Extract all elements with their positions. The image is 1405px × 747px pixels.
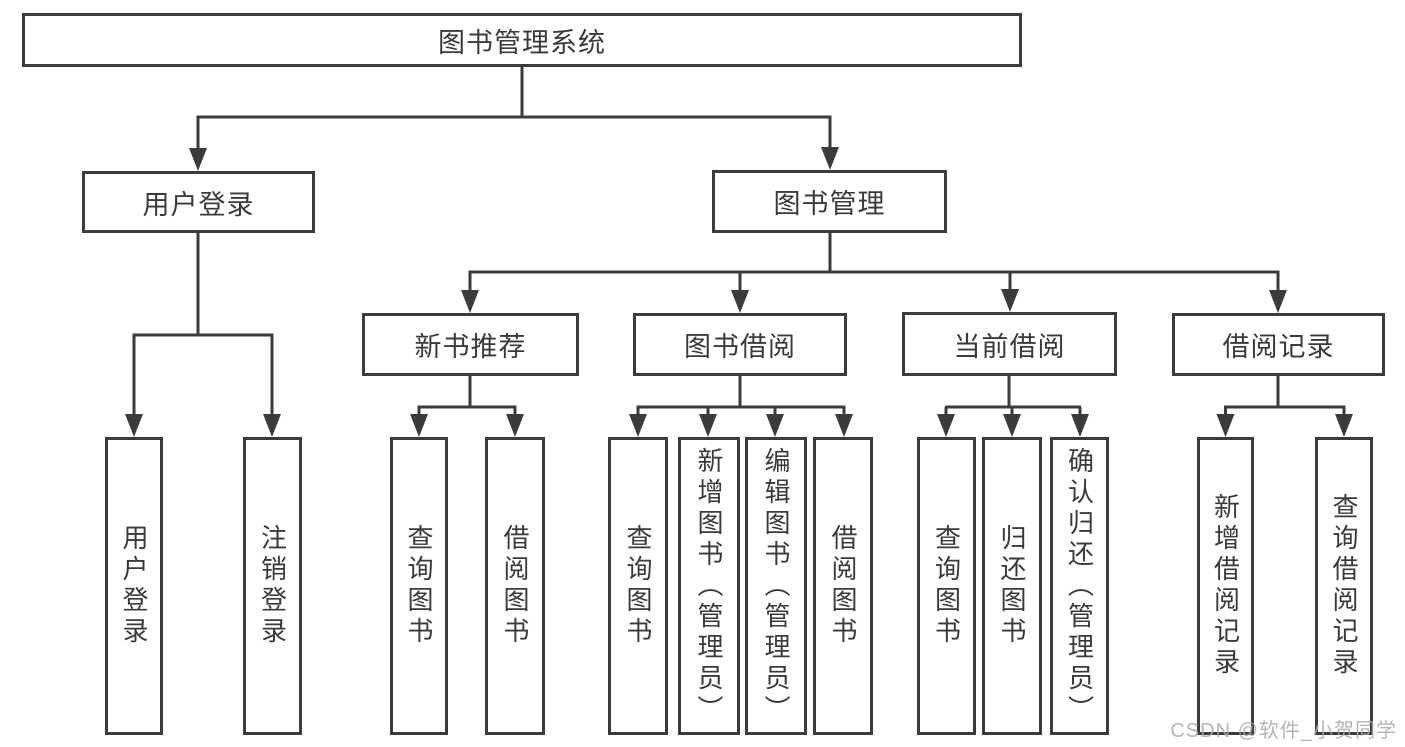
- node-book-borrowing-label: 图书借阅: [684, 332, 796, 362]
- node-library-system-label: 图书管理系统: [438, 27, 606, 58]
- node-new-book-recommend-label: 新书推荐: [414, 332, 527, 362]
- node-query-books-current-label: 查询图书: [931, 524, 962, 648]
- node-borrow-books-label: 借阅图书: [828, 524, 858, 648]
- node-login-action-label: 用户登录: [119, 524, 149, 648]
- node-add-books-admin-label: 新增图书（管理员）: [694, 446, 724, 726]
- node-new-book-recommend: 新书推荐: [362, 313, 579, 376]
- node-user-login-label: 用户登录: [142, 189, 255, 220]
- node-current-borrowing: 当前借阅: [902, 312, 1117, 376]
- node-query-borrow-record: 查询借阅记录: [1315, 437, 1373, 735]
- node-book-management: 图书管理: [712, 170, 947, 233]
- node-user-login: 用户登录: [82, 171, 315, 233]
- node-login-action: 用户登录: [105, 437, 163, 735]
- node-add-borrow-record-label: 新增借阅记录: [1210, 493, 1241, 679]
- node-book-borrowing: 图书借阅: [633, 313, 847, 376]
- node-confirm-return-admin: 确认归还（管理员）: [1050, 437, 1109, 735]
- node-logout-action: 注销登录: [243, 437, 302, 735]
- node-query-books-borrow: 查询图书: [608, 437, 668, 735]
- node-borrowing-records-label: 借阅记录: [1222, 332, 1335, 362]
- node-book-management-label: 图书管理: [773, 189, 886, 219]
- node-return-books: 归还图书: [982, 437, 1042, 735]
- node-query-books-borrow-label: 查询图书: [623, 524, 653, 648]
- node-library-system: 图书管理系统: [22, 13, 1022, 67]
- node-add-borrow-record: 新增借阅记录: [1197, 437, 1254, 735]
- node-return-books-label: 归还图书: [997, 524, 1027, 648]
- node-query-books-current: 查询图书: [917, 437, 976, 735]
- node-borrow-books: 借阅图书: [813, 437, 873, 735]
- node-logout-action-label: 注销登录: [257, 524, 288, 648]
- node-edit-books-admin: 编辑图书（管理员）: [745, 437, 807, 735]
- node-confirm-return-admin-label: 确认归还（管理员）: [1064, 446, 1095, 726]
- node-borrowing-records: 借阅记录: [1172, 313, 1385, 376]
- csdn-watermark: CSDN @软件_小贺同学: [1170, 720, 1397, 742]
- node-edit-books-admin-label: 编辑图书（管理员）: [761, 446, 791, 726]
- node-add-books-admin: 新增图书（管理员）: [678, 437, 740, 735]
- node-borrow-books-recommend-label: 借阅图书: [500, 524, 530, 648]
- node-query-books-recommend-label: 查询图书: [404, 524, 434, 648]
- node-query-borrow-record-label: 查询借阅记录: [1329, 493, 1359, 679]
- node-query-books-recommend: 查询图书: [390, 437, 448, 735]
- node-borrow-books-recommend: 借阅图书: [485, 437, 545, 735]
- node-current-borrowing-label: 当前借阅: [953, 331, 1066, 362]
